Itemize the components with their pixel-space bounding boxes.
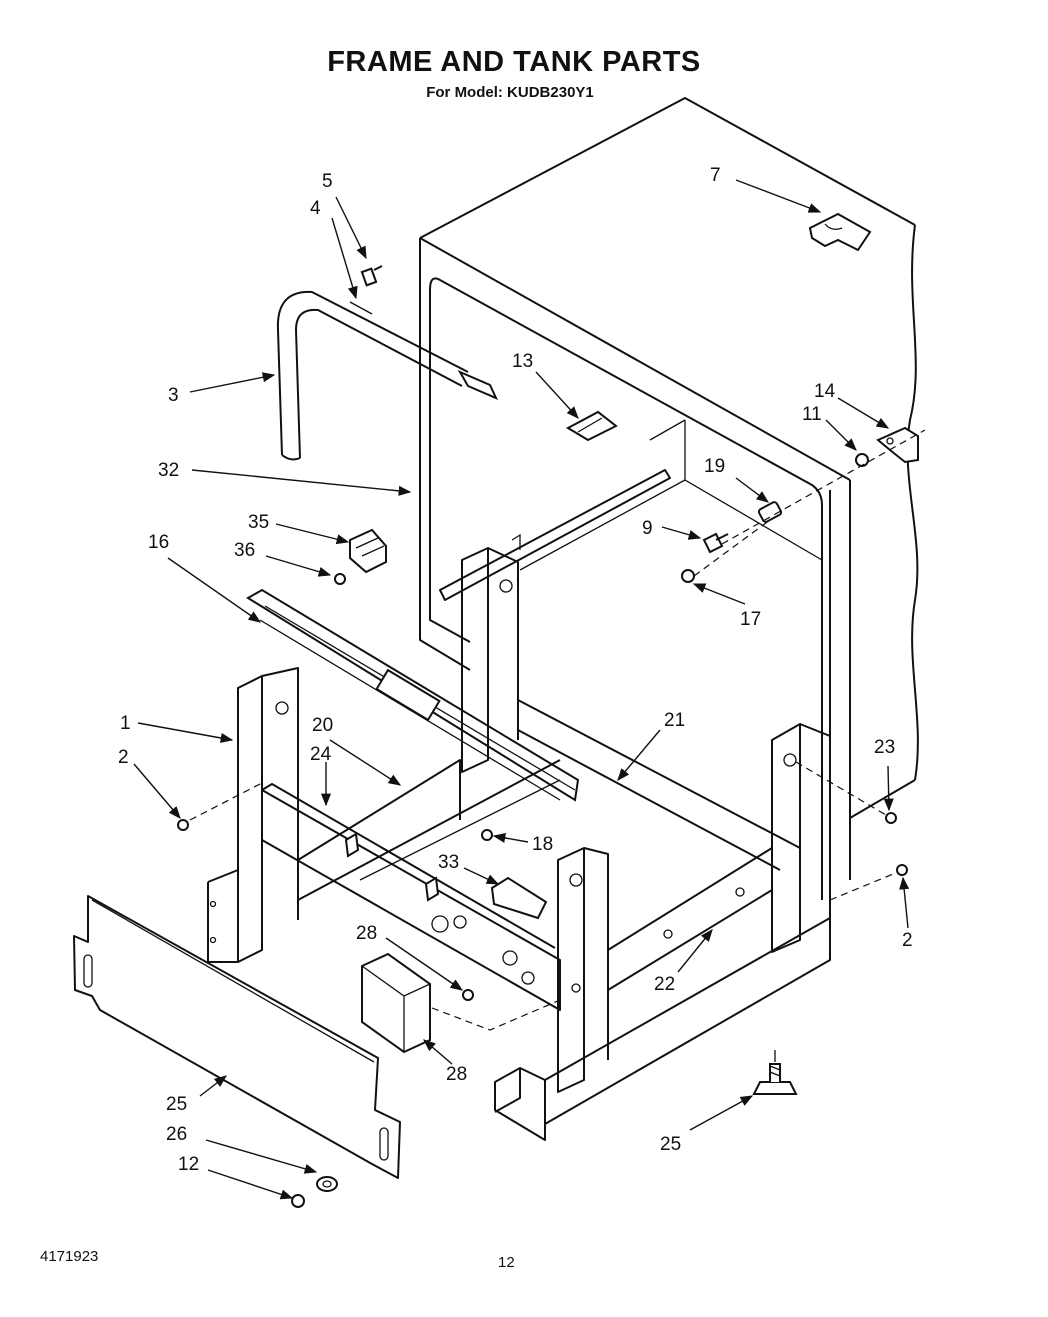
document-number: 4171923 — [40, 1248, 99, 1265]
part-35-switch — [349, 528, 387, 574]
part-2-screw-right — [896, 864, 908, 876]
part-11-clip — [565, 410, 618, 442]
callout-28: 28 — [446, 1064, 467, 1085]
part-33-block — [490, 876, 548, 920]
callout-11: 13 — [512, 351, 533, 372]
callout-24: 25 — [166, 1094, 187, 1115]
callout-16: 16 — [148, 532, 169, 553]
callout-18: 20 — [312, 715, 333, 736]
callout-27: 28 — [356, 923, 377, 944]
part-36-screw — [334, 573, 346, 585]
callout-21: 22 — [654, 974, 675, 995]
callout-labels: 5 4 7 3 13 14 11 19 32 35 9 16 36 17 1 2… — [118, 165, 913, 1175]
left-front-post — [207, 667, 299, 963]
right-front-post — [557, 847, 609, 1093]
callout-35: 35 — [248, 512, 269, 533]
part-20-spacer — [757, 501, 783, 523]
part-23-crossmember — [261, 783, 561, 1011]
callout-14: 17 — [740, 609, 761, 630]
part-27-screw — [462, 989, 474, 1001]
part-17-screw — [481, 829, 493, 841]
part-14-screw — [681, 569, 695, 583]
callout-22: 23 — [874, 737, 895, 758]
callout-2-right: 2 — [902, 930, 913, 951]
callout-20: 19 — [704, 456, 725, 477]
callout-17: 18 — [532, 834, 553, 855]
callout-10: 11 — [802, 404, 822, 425]
part-4-strip — [349, 301, 498, 400]
part-12-screw — [291, 1194, 305, 1208]
part-19-rail — [517, 699, 801, 871]
part-24-toe-panel — [73, 895, 401, 1179]
part-25-leveling-leg — [752, 1050, 798, 1095]
callout-1: 1 — [120, 713, 131, 734]
leader-lines — [133, 179, 910, 1200]
callout-2-left: 2 — [118, 747, 129, 768]
callout-33: 33 — [438, 852, 459, 873]
callout-9: 9 — [642, 518, 653, 539]
part-5-screw — [360, 265, 383, 287]
part-3-tube — [276, 290, 469, 461]
callout-26: 26 — [166, 1124, 187, 1145]
callout-3: 3 — [168, 385, 179, 406]
part-13-bracket — [876, 426, 919, 464]
callout-36: 36 — [234, 540, 255, 561]
part-18-floor — [297, 759, 561, 901]
model-subtitle: For Model: KUDB230Y1 — [426, 84, 594, 101]
callout-12: 12 — [178, 1154, 199, 1175]
part-2-screw-left — [177, 819, 189, 831]
page-number: 12 — [498, 1254, 515, 1271]
part-21-crossmember — [607, 847, 773, 991]
callout-32: 32 — [158, 460, 179, 481]
callout-4: 4 — [310, 198, 321, 219]
callout-7: 7 — [710, 165, 721, 186]
callout-13: 14 — [814, 381, 836, 402]
part-10-nut — [855, 453, 869, 467]
part-28-box — [361, 952, 431, 1054]
page-title: FRAME AND TANK PARTS — [327, 46, 701, 78]
left-rear-post — [461, 547, 519, 773]
tank-body — [419, 97, 919, 900]
part-7-bracket — [808, 212, 872, 252]
part-22-screw — [885, 812, 897, 824]
part-9-screw — [702, 532, 729, 554]
hardware-assembly-line — [721, 429, 926, 545]
callout-23: 24 — [310, 744, 332, 765]
base-frame — [494, 917, 831, 1141]
callout-19: 21 — [664, 710, 685, 731]
callout-5: 5 — [322, 171, 333, 192]
callout-25: 25 — [660, 1134, 681, 1155]
part-26-washer — [316, 1176, 338, 1192]
part-16-rail — [246, 588, 580, 802]
